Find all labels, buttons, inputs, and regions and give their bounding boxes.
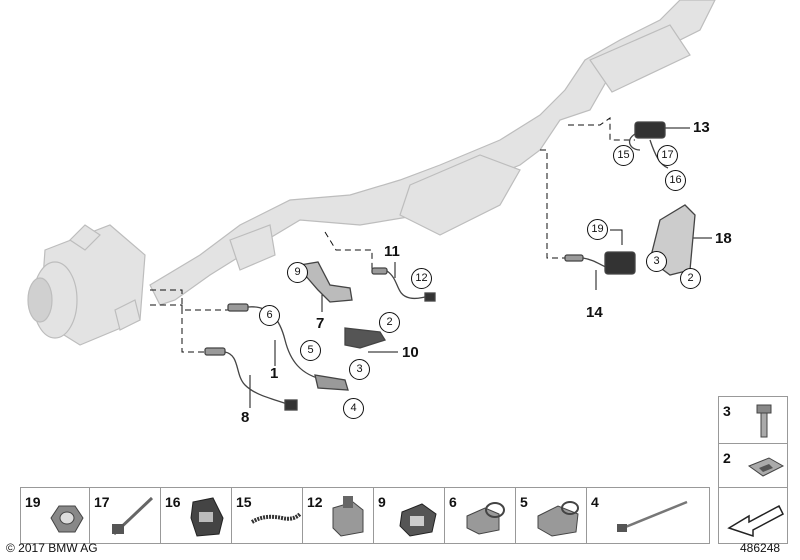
exhaust-pipe-ghost <box>27 0 716 346</box>
part-number: 6 <box>449 494 457 510</box>
part-cell-15: 15 <box>231 487 303 544</box>
callout-9: 9 <box>287 262 308 283</box>
clip-nut-icon <box>747 457 785 477</box>
callout-1: 1 <box>270 365 279 382</box>
callout-5: 5 <box>300 340 321 361</box>
callout-16: 16 <box>665 170 686 191</box>
diagram-number: 486248 <box>740 541 781 555</box>
callout-8: 8 <box>241 409 250 426</box>
part-number: 2 <box>723 450 731 466</box>
callout-17: 17 <box>657 145 678 166</box>
part-number: 16 <box>165 494 181 510</box>
leader-lines <box>249 127 712 408</box>
cable-strap-icon <box>617 500 688 532</box>
callout-6: 6 <box>259 305 280 326</box>
part-cell-arrow <box>718 487 788 544</box>
part-cell-4: 4 <box>586 487 710 544</box>
part-cell-19: 19 <box>20 487 90 544</box>
part-number: 3 <box>723 403 731 419</box>
bracket-clip-icon <box>466 502 505 535</box>
cable-tie-icon <box>112 496 154 536</box>
part-cell-5: 5 <box>515 487 587 544</box>
leader-lines-dashed <box>150 117 635 353</box>
hex-nut-icon <box>50 505 84 533</box>
part-cell-16: 16 <box>160 487 232 544</box>
connector-icon <box>399 503 437 537</box>
callout-3b: 3 <box>646 251 667 272</box>
part-number: 4 <box>591 494 599 510</box>
callout-10: 10 <box>402 344 419 361</box>
callout-2a: 2 <box>379 312 400 333</box>
callout-19: 19 <box>587 219 608 240</box>
part-cell-3: 3 <box>718 396 788 444</box>
part-cell-9: 9 <box>373 487 445 544</box>
part-cell-2: 2 <box>718 443 788 488</box>
part-number: 15 <box>236 494 252 510</box>
part-cell-12: 12 <box>302 487 374 544</box>
copyright: © 2017 BMW AG <box>6 541 98 555</box>
part-number: 5 <box>520 494 528 510</box>
callout-18: 18 <box>715 230 732 247</box>
part-number: 9 <box>378 494 386 510</box>
holder-clip-icon <box>332 496 364 537</box>
bolt-icon <box>756 404 772 438</box>
part-cell-6: 6 <box>444 487 516 544</box>
double-clip-icon <box>537 501 579 537</box>
part-number: 17 <box>94 494 110 510</box>
part-number: 12 <box>307 494 323 510</box>
callout-7: 7 <box>316 315 325 332</box>
callout-3a: 3 <box>349 359 370 380</box>
part-number: 19 <box>25 494 41 510</box>
seal-strip-icon <box>250 512 302 524</box>
callout-15: 15 <box>613 145 634 166</box>
callout-2b: 2 <box>680 268 701 289</box>
direction-arrow-icon <box>727 504 784 538</box>
callout-11: 11 <box>384 243 400 260</box>
callout-14: 14 <box>586 304 603 321</box>
callout-12: 12 <box>411 268 432 289</box>
part-cell-17: 17 <box>89 487 161 544</box>
clamp-icon <box>190 497 224 537</box>
callout-13: 13 <box>693 119 710 136</box>
callout-4: 4 <box>343 398 364 419</box>
